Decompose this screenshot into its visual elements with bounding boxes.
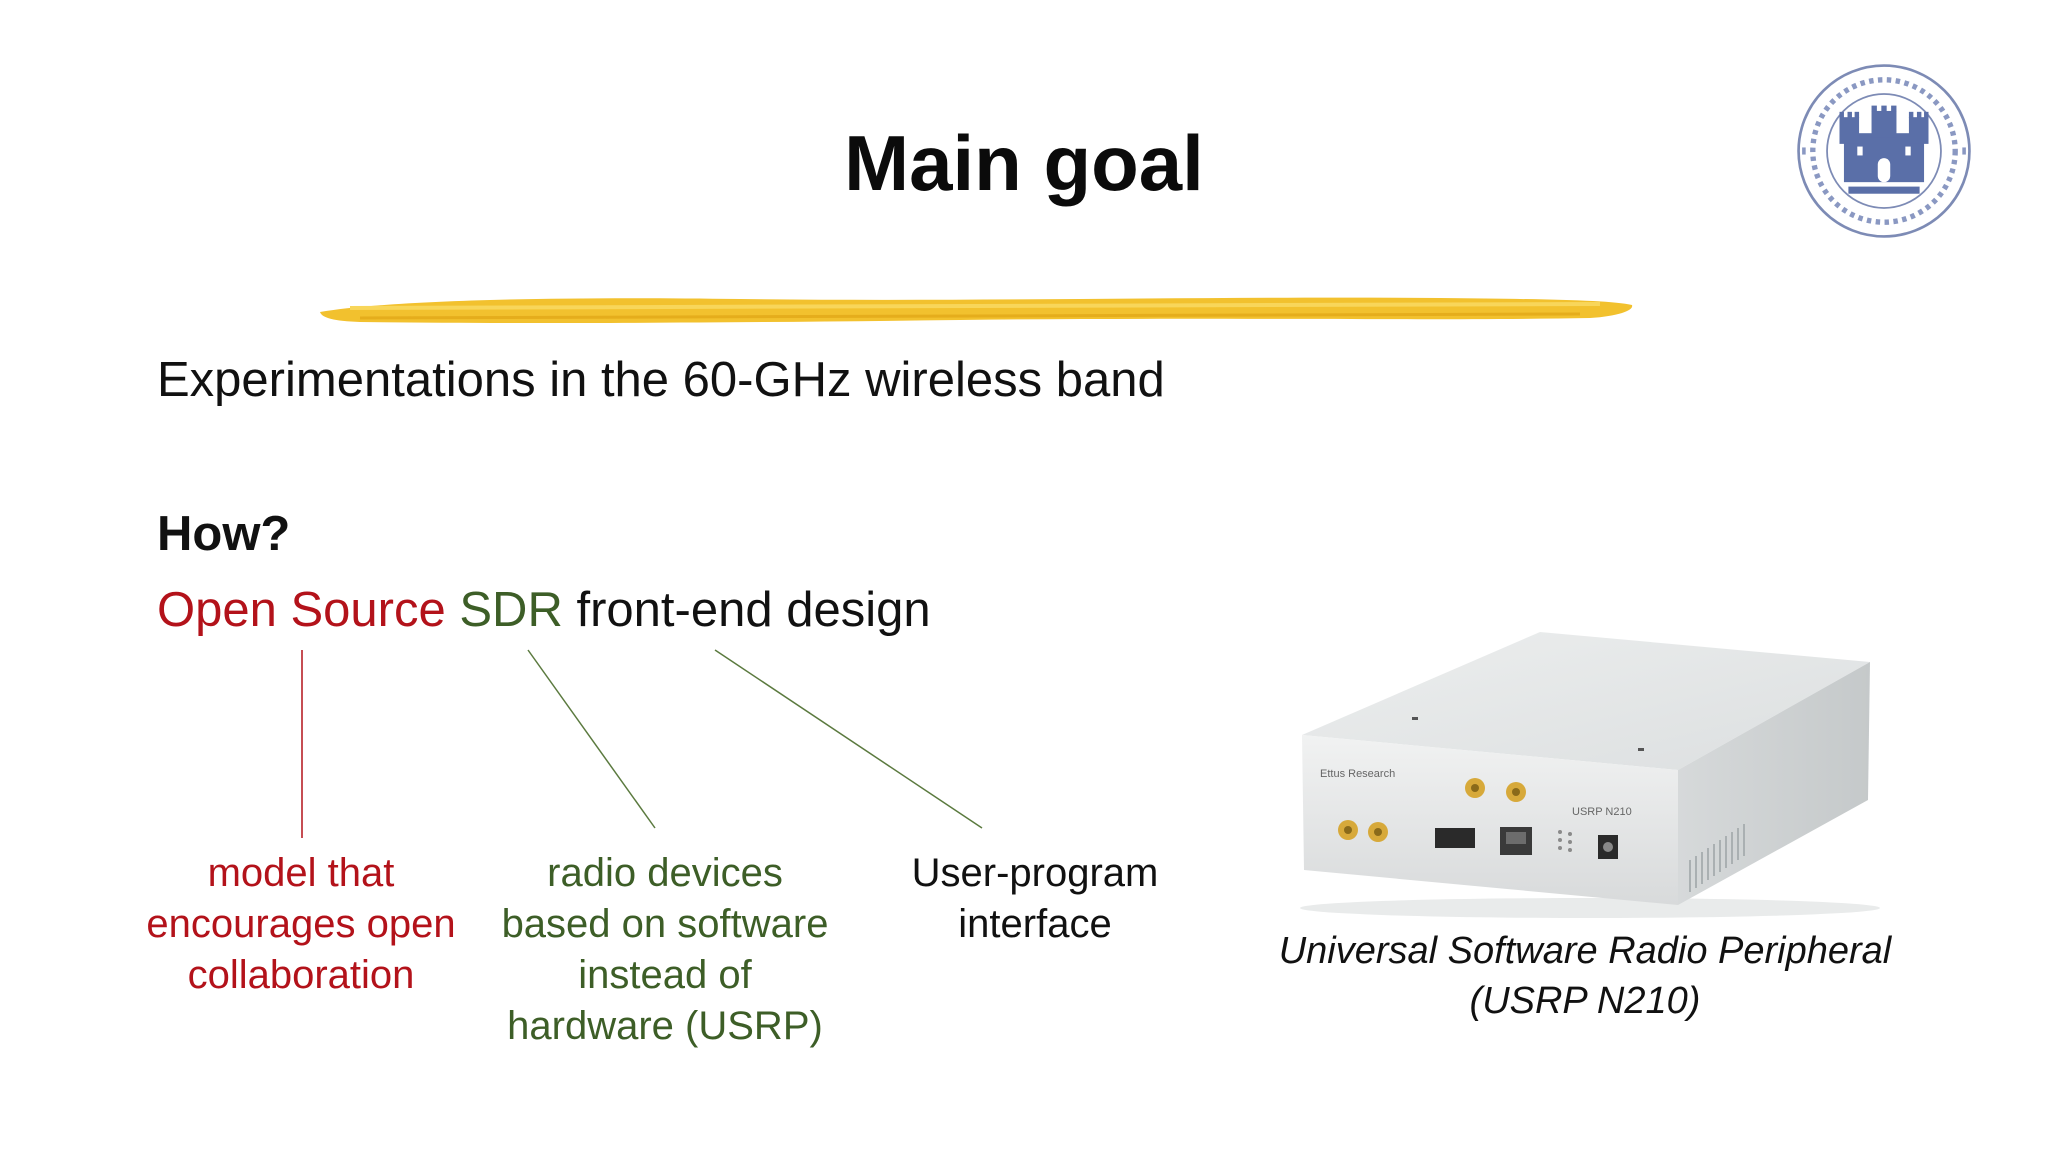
caption-line: interface <box>958 902 1112 946</box>
yellow-brush-stroke <box>320 297 1633 324</box>
open-source-caption: model that encourages open collaboration <box>120 848 482 1001</box>
caption-line: based on software <box>501 902 829 946</box>
open-source-term: Open Source <box>157 583 446 637</box>
caption-line: (USRP N210) <box>1469 980 1701 1022</box>
caption-line: hardware (USRP) <box>507 1004 823 1048</box>
sdr-caption: radio devices based on software instead … <box>470 848 860 1052</box>
device-caption: Universal Software Radio Peripheral (USR… <box>1240 926 1930 1026</box>
caption-line: instead of <box>578 953 752 997</box>
design-line: Open Source SDR front-end design <box>157 582 931 638</box>
mimo-port-icon <box>1435 828 1475 848</box>
usrp-device-image: Ettus Research USRP N210 <box>1300 632 1880 918</box>
caption-line: collaboration <box>187 953 415 997</box>
sdr-connector <box>527 649 656 829</box>
slide-title: Main goal <box>844 119 1204 207</box>
caption-line: radio devices <box>547 851 783 895</box>
interface-caption: User-program interface <box>880 848 1190 950</box>
sdr-term: SDR <box>459 583 563 637</box>
interface-connector <box>714 649 983 829</box>
device-brand: Ettus Research <box>1320 768 1395 780</box>
caption-line: User-program <box>911 851 1159 895</box>
device-model-label: USRP N210 <box>1572 806 1632 818</box>
goal-statement: Experimentations in the 60-GHz wireless … <box>157 353 1165 407</box>
university-seal-icon <box>1797 64 1971 238</box>
front-end-design-text: front-end design <box>576 583 931 637</box>
caption-line: encourages open <box>146 902 456 946</box>
caption-line: model that <box>207 851 395 895</box>
how-heading: How? <box>157 507 291 561</box>
caption-line: Universal Software Radio Peripheral <box>1278 930 1892 972</box>
sma-connector-icon <box>1338 778 1526 842</box>
